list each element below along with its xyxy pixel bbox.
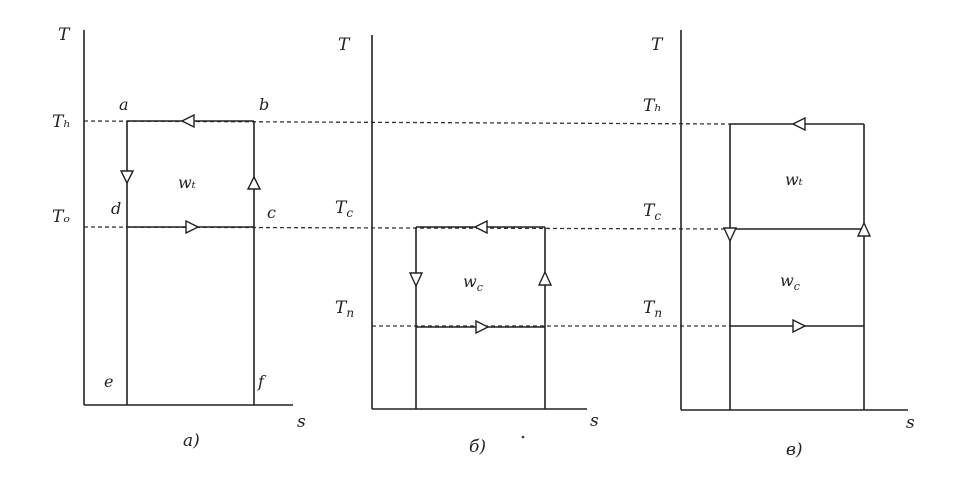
panel-b-dot	[521, 435, 525, 439]
panel-c-t-axis-label: T	[651, 35, 664, 55]
panel-a-caption: а)	[183, 431, 200, 451]
panel-c-tn-label: Tn	[643, 298, 662, 320]
panel-c-arrow-down-icon	[722, 227, 738, 243]
panel-b-tc-label: Tc	[335, 198, 353, 220]
panel-c-arrow-right-icon	[792, 318, 807, 334]
panel-a-th-label: Tₕ	[52, 112, 71, 132]
panel-c-work-top-label: wₜ	[785, 170, 803, 189]
panel-a: T s Tₕ Tₒ a b c d e f wₜ а)	[52, 25, 306, 451]
panel-a-arrow-up-icon	[246, 175, 262, 190]
panel-c-caption: в)	[786, 440, 803, 460]
panel-b-caption: б)	[469, 437, 486, 457]
panel-a-point-c: c	[267, 203, 276, 222]
panel-b-arrow-down-icon	[408, 272, 424, 288]
panel-a-to-label: Tₒ	[52, 207, 70, 227]
panel-a-work-label: wₜ	[178, 173, 196, 192]
panel-a-arrow-left-icon	[180, 113, 195, 129]
panel-c-arrow-up-icon	[856, 221, 872, 237]
panel-b-s-axis-label: s	[590, 411, 599, 431]
panel-c-s-axis-label: s	[906, 413, 915, 433]
panel-b-work-label: wc	[463, 272, 483, 294]
panel-b-arrow-left-icon	[473, 219, 488, 235]
panel-a-arrow-down-icon	[119, 170, 135, 185]
panel-c: T s Tₕ Tc Tn wₜ wc в)	[643, 30, 915, 460]
panel-a-t-axis-label: T	[58, 25, 71, 45]
panel-a-point-f: f	[257, 372, 267, 391]
panel-b: T s Tc Tп wc б)	[335, 35, 599, 457]
panel-b-arrow-up-icon	[537, 270, 553, 286]
panel-a-s-axis-label: s	[297, 412, 306, 432]
panel-c-th-label: Tₕ	[643, 96, 662, 116]
panel-a-point-e: e	[104, 372, 113, 391]
panel-c-tc-label: Tc	[643, 201, 661, 223]
panel-a-arrow-right-icon	[185, 219, 200, 235]
panel-b-tn-label: Tп	[335, 298, 354, 320]
panel-a-point-a: a	[119, 95, 129, 114]
panel-c-arrow-left-icon	[791, 116, 806, 132]
panel-b-arrow-right-icon	[475, 319, 490, 335]
panel-a-point-d: d	[111, 199, 121, 218]
panel-b-t-axis-label: T	[338, 35, 351, 55]
panel-c-work-bottom-label: wc	[780, 271, 800, 293]
panel-a-point-b: b	[259, 95, 269, 114]
